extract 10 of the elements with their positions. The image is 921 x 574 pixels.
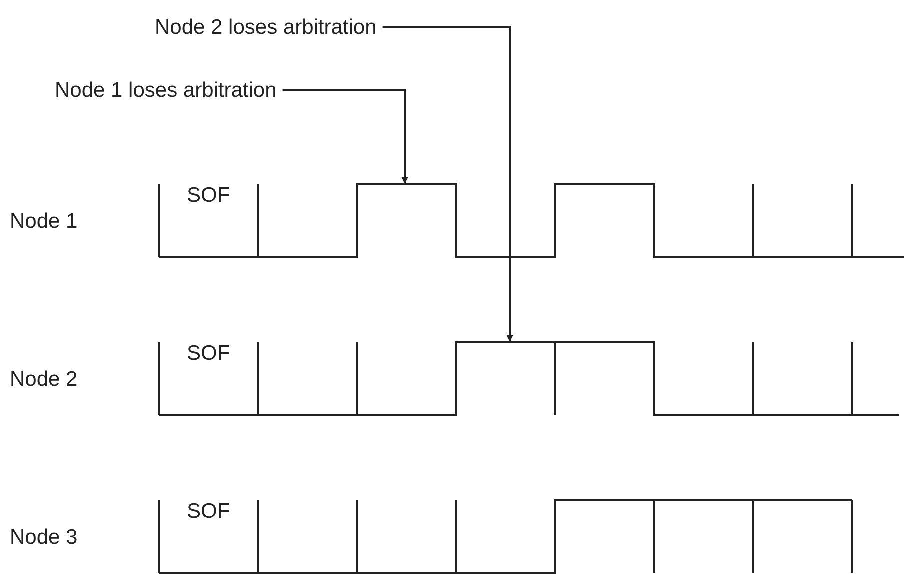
- signal-label: Node 1: [10, 211, 78, 232]
- annotation-text: Node 2 loses arbitration: [155, 17, 377, 38]
- field-label: SOF: [187, 185, 230, 206]
- field-label: SOF: [187, 343, 230, 364]
- leader-line: [382, 26, 514, 342]
- signal-label: Node 3: [10, 527, 78, 548]
- field-label: SOF: [187, 501, 230, 522]
- signal-label: Node 2: [10, 369, 78, 390]
- annotation-text: Node 1 loses arbitration: [55, 80, 277, 101]
- leader-line: [282, 90, 408, 184]
